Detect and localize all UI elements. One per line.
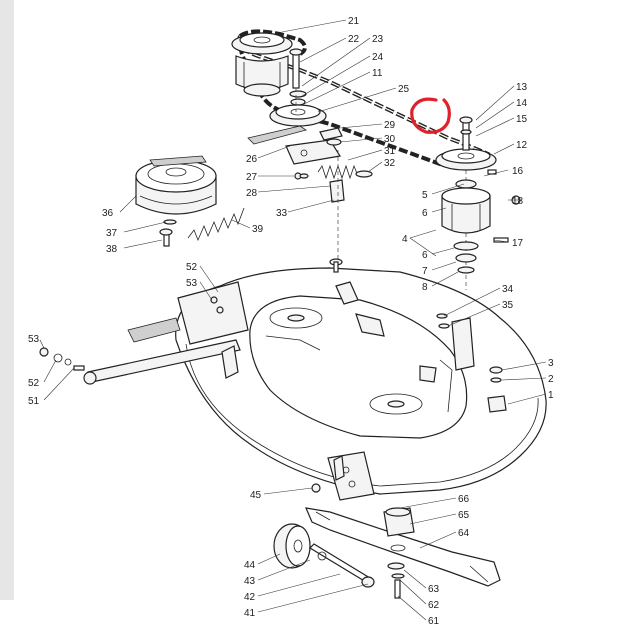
callout-43: 43 — [244, 576, 256, 587]
left-margin-strip — [0, 0, 14, 600]
callout-8: 8 — [422, 282, 428, 293]
callout-23: 23 — [372, 34, 384, 45]
callout-37: 37 — [106, 228, 118, 239]
callout-61: 61 — [428, 616, 440, 627]
callout-26: 26 — [246, 154, 258, 165]
callout-38: 38 — [106, 244, 118, 255]
callout-44: 44 — [244, 560, 256, 571]
callout-45: 45 — [250, 490, 262, 501]
callout-11: 11 — [372, 68, 383, 79]
callout-52-upper: 52 — [186, 262, 198, 273]
callout-35: 35 — [502, 300, 514, 311]
callout-41: 41 — [244, 608, 256, 619]
callout-labels: 21 22 23 24 11 25 13 14 15 12 29 30 31 3… — [28, 16, 554, 627]
callout-36: 36 — [102, 208, 114, 219]
callout-3: 3 — [548, 358, 554, 369]
callout-1: 1 — [548, 390, 554, 401]
callout-25: 25 — [398, 84, 410, 95]
leader-lines — [39, 19, 547, 621]
callout-27: 27 — [246, 172, 258, 183]
callout-53-lower: 53 — [28, 334, 40, 345]
mower-blade — [305, 507, 501, 599]
callout-24: 24 — [372, 52, 384, 63]
callout-14: 14 — [516, 98, 528, 109]
callout-62: 62 — [428, 600, 440, 611]
callout-6-upper: 6 — [422, 208, 428, 219]
callout-63: 63 — [428, 584, 440, 595]
callout-34: 34 — [502, 284, 514, 295]
left-spindle-assembly — [231, 32, 293, 97]
electric-clutch — [135, 155, 217, 247]
callout-6-lower: 6 — [422, 250, 428, 261]
idler-pulley — [269, 104, 327, 127]
rear-deck-bracket — [436, 313, 507, 413]
callout-18: 18 — [512, 196, 524, 207]
right-pulley — [435, 116, 497, 171]
callout-15: 15 — [516, 114, 528, 125]
callout-4: 4 — [402, 234, 408, 245]
callout-42: 42 — [244, 592, 256, 603]
callout-52-lower: 52 — [28, 378, 40, 389]
callout-16: 16 — [512, 166, 524, 177]
callout-17: 17 — [512, 238, 524, 249]
callout-51: 51 — [28, 396, 40, 407]
anti-scalp-wheel — [273, 523, 375, 588]
callout-30: 30 — [384, 134, 396, 145]
misc-fasteners — [299, 173, 343, 273]
right-spindle-housing — [441, 169, 521, 274]
callout-7: 7 — [422, 266, 428, 277]
clutch-spring — [187, 207, 245, 242]
deck-hanger-bracket — [127, 281, 249, 345]
callout-12: 12 — [516, 140, 528, 151]
spindle-bolt — [289, 48, 307, 106]
callout-22: 22 — [348, 34, 360, 45]
callout-66: 66 — [458, 494, 470, 505]
tension-spring — [294, 164, 373, 203]
callout-5: 5 — [422, 190, 428, 201]
callout-33: 33 — [276, 208, 288, 219]
callout-13: 13 — [516, 82, 528, 93]
callout-29: 29 — [384, 120, 396, 131]
callout-53-upper: 53 — [186, 278, 198, 289]
callout-31: 31 — [384, 146, 396, 157]
callout-65: 65 — [458, 510, 470, 521]
callout-21: 21 — [348, 16, 360, 27]
callout-32: 32 — [384, 158, 396, 169]
idler-arm — [247, 125, 343, 145]
callout-39: 39 — [252, 224, 264, 235]
highlight-circle — [410, 97, 451, 134]
callout-64: 64 — [458, 528, 470, 539]
callout-2: 2 — [548, 374, 554, 385]
callout-28: 28 — [246, 188, 258, 199]
tension-bracket — [285, 138, 342, 165]
